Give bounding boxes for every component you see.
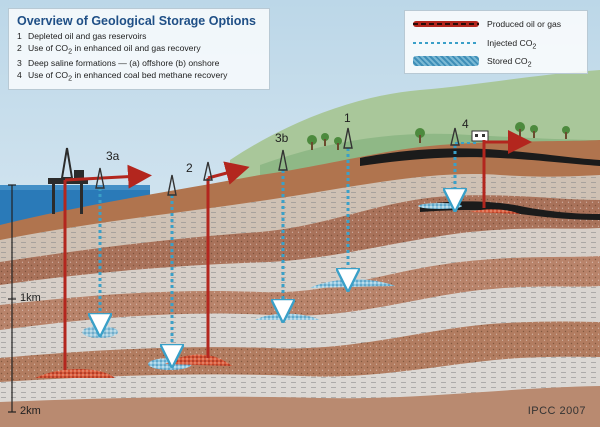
title-box: Overview of Geological Storage Options 1… bbox=[8, 8, 270, 90]
legend-injected-label: Injected CO2 bbox=[487, 38, 537, 51]
site-label-2: 2 bbox=[186, 161, 193, 175]
depth-scale bbox=[8, 184, 16, 413]
stored-co2-3a bbox=[82, 326, 118, 338]
site-4-building bbox=[471, 130, 489, 142]
site-label-3a: 3a bbox=[106, 149, 120, 163]
produced-pipe-symbol bbox=[413, 21, 479, 27]
injection-wells bbox=[100, 142, 478, 356]
site-label-4: 4 bbox=[462, 117, 469, 131]
site-label-3b: 3b bbox=[275, 131, 289, 145]
site-label-1: 1 bbox=[344, 111, 351, 125]
depth-label-2km: 2km bbox=[20, 405, 41, 417]
stored-co2-4 bbox=[418, 203, 462, 209]
legend-produced: Produced oil or gas bbox=[413, 17, 583, 31]
production-wells bbox=[63, 130, 532, 370]
legend-produced-label: Produced oil or gas bbox=[487, 19, 562, 29]
injected-line-symbol bbox=[413, 42, 479, 44]
oil-reservoir-offshore bbox=[35, 369, 115, 378]
legend-stored-label: Stored CO2 bbox=[487, 56, 532, 69]
stored-co2-symbol bbox=[413, 56, 479, 66]
derricks bbox=[95, 127, 460, 196]
methane-reservoir bbox=[470, 209, 520, 214]
legend: Produced oil or gas Injected CO2 Stored … bbox=[404, 10, 588, 74]
credit-text: IPCC 2007 bbox=[527, 405, 586, 417]
depth-label-1km: 1km bbox=[20, 292, 41, 304]
coal-seam-upper bbox=[360, 148, 600, 166]
tree-group-left bbox=[307, 122, 570, 150]
stratum-base bbox=[0, 386, 600, 427]
legend-stored: Stored CO2 bbox=[413, 54, 583, 69]
legend-injected: Injected CO2 bbox=[413, 36, 583, 51]
diagram-title: Overview of Geological Storage Options bbox=[17, 14, 256, 28]
